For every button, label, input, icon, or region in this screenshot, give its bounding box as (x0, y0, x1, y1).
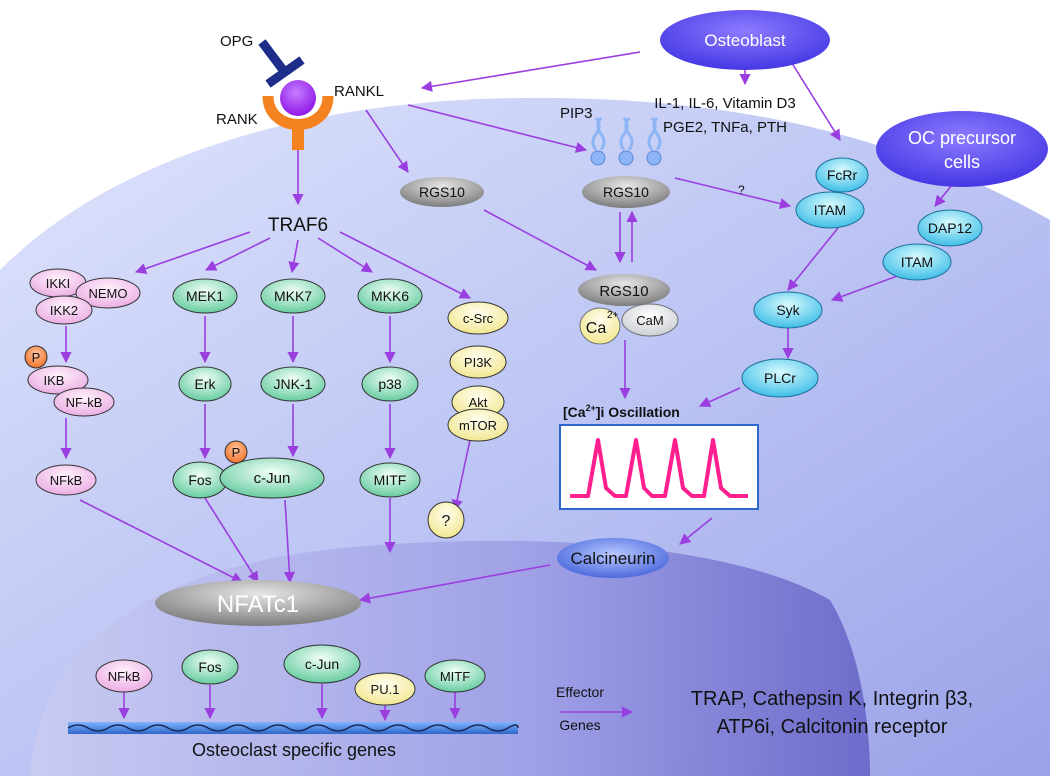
svg-text:FcRr: FcRr (827, 167, 858, 183)
target-genes-line1: TRAP, Cathepsin K, Integrin β3, (691, 688, 973, 710)
svg-text:ITAM: ITAM (814, 202, 846, 218)
svg-text:c-Src: c-Src (463, 311, 494, 326)
oscillation-title: [Ca2+]i Oscillation (563, 403, 680, 420)
svg-text:NFkB: NFkB (50, 473, 83, 488)
svg-text:ITAM: ITAM (901, 254, 933, 270)
svg-text:Fos: Fos (198, 659, 221, 675)
svg-text:PI3K: PI3K (464, 355, 493, 370)
itam-node-2: ITAM (882, 243, 952, 281)
arrows (60, 51, 961, 722)
svg-text:MKK6: MKK6 (371, 288, 409, 304)
svg-text:IKKI: IKKI (46, 276, 71, 291)
dna-strand (67, 722, 519, 734)
unknown-link-label: ? (738, 183, 745, 197)
svg-text:DAP12: DAP12 (928, 220, 973, 236)
svg-text:JNK-1: JNK-1 (274, 376, 313, 392)
calcium-charge: 2+ (607, 310, 619, 321)
calcineurin-node: Calcineurin (557, 538, 669, 578)
rgs10-cam-complex: RGS10 CaM Ca 2+ (578, 274, 679, 345)
svg-text:MKK7: MKK7 (274, 288, 312, 304)
svg-text:P: P (232, 445, 241, 460)
plcr-node: PLCr (741, 358, 819, 398)
svg-text:Syk: Syk (776, 302, 800, 318)
stimuli-line1: IL-1, IL-6, Vitamin D3 (654, 95, 795, 112)
akt-branch: c-Src PI3K Akt mTOR ? (427, 301, 509, 539)
svg-text:Akt: Akt (469, 395, 488, 410)
effector-label-line2: Genes (559, 717, 600, 733)
svg-text:MITF: MITF (440, 669, 470, 684)
mapk-erk-branch: MEK1 Erk Fos (172, 278, 238, 499)
svg-text:mTOR: mTOR (459, 418, 497, 433)
calcium-label: Ca (586, 320, 607, 337)
oc-precursor-label-line1: OC precursor (908, 128, 1016, 148)
cam-label: CaM (636, 313, 663, 328)
pip3-label: PIP3 (560, 105, 593, 122)
svg-text:NFkB: NFkB (108, 669, 141, 684)
oc-precursor-label-line2: cells (944, 152, 980, 172)
rankl-label: RANKL (334, 83, 384, 100)
svg-text:RGS10: RGS10 (599, 283, 648, 300)
nuclear-factors: NFkB Fos c-Jun PU.1 MITF (95, 644, 486, 706)
svg-text:?: ? (442, 513, 451, 530)
svg-text:P: P (32, 350, 41, 365)
svg-text:p38: p38 (378, 376, 402, 392)
svg-text:Fos: Fos (188, 472, 211, 488)
nfatc1-node: NFATc1 (155, 580, 361, 626)
opg-label: OPG (220, 33, 253, 50)
stimuli-line2: PGE2, TNFa, PTH (663, 119, 787, 136)
nfkb-branch: IKKI NEMO IKK2 P IKB NF-kB NFkB (24, 268, 141, 496)
svg-text:c-Jun: c-Jun (305, 656, 339, 672)
rankl-ligand-icon (280, 80, 316, 116)
genes-caption: Osteoclast specific genes (192, 740, 396, 760)
svg-text:NF-kB: NF-kB (66, 395, 103, 410)
osteoblast-cell: Osteoblast (660, 10, 830, 70)
oc-precursor-cell: OC precursor cells (876, 111, 1048, 187)
svg-text:PU.1: PU.1 (371, 682, 400, 697)
oscillation-trace (570, 438, 748, 498)
osteoblast-label: Osteoblast (704, 31, 786, 50)
svg-text:RGS10: RGS10 (603, 184, 649, 200)
fcrr-node: FcRr (815, 157, 869, 193)
svg-text:Calcineurin: Calcineurin (570, 549, 655, 568)
svg-text:RGS10: RGS10 (419, 184, 465, 200)
traf6-label: TRAF6 (268, 215, 328, 236)
svg-text:IKB: IKB (44, 373, 65, 388)
svg-text:Erk: Erk (195, 376, 217, 392)
rgs10-membrane: RGS10 (582, 176, 670, 208)
mapk-p38-branch: MKK6 p38 MITF (357, 278, 423, 498)
dap12-node: DAP12 (917, 209, 983, 247)
rank-receptor-icon (262, 95, 334, 150)
itam-node-1: ITAM (795, 191, 865, 229)
effector-label-line1: Effector (556, 684, 604, 700)
rgs10-cytoplasm: RGS10 (400, 177, 484, 207)
syk-node: Syk (753, 291, 823, 329)
svg-text:IKK2: IKK2 (50, 303, 78, 318)
mapk-jnk-branch: MKK7 JNK-1 c-Jun P (219, 278, 326, 499)
svg-text:NEMO: NEMO (89, 286, 128, 301)
svg-text:MITF: MITF (374, 472, 407, 488)
svg-text:MEK1: MEK1 (186, 288, 224, 304)
svg-text:c-Jun: c-Jun (254, 470, 291, 487)
svg-text:NFATc1: NFATc1 (217, 591, 299, 618)
target-genes-line2: ATP6i, Calcitonin receptor (717, 716, 948, 738)
svg-text:PLCr: PLCr (764, 370, 796, 386)
rank-label: RANK (216, 111, 258, 128)
pip3-lipid-icon (590, 117, 662, 166)
opg-inhibitor-icon (258, 39, 305, 88)
